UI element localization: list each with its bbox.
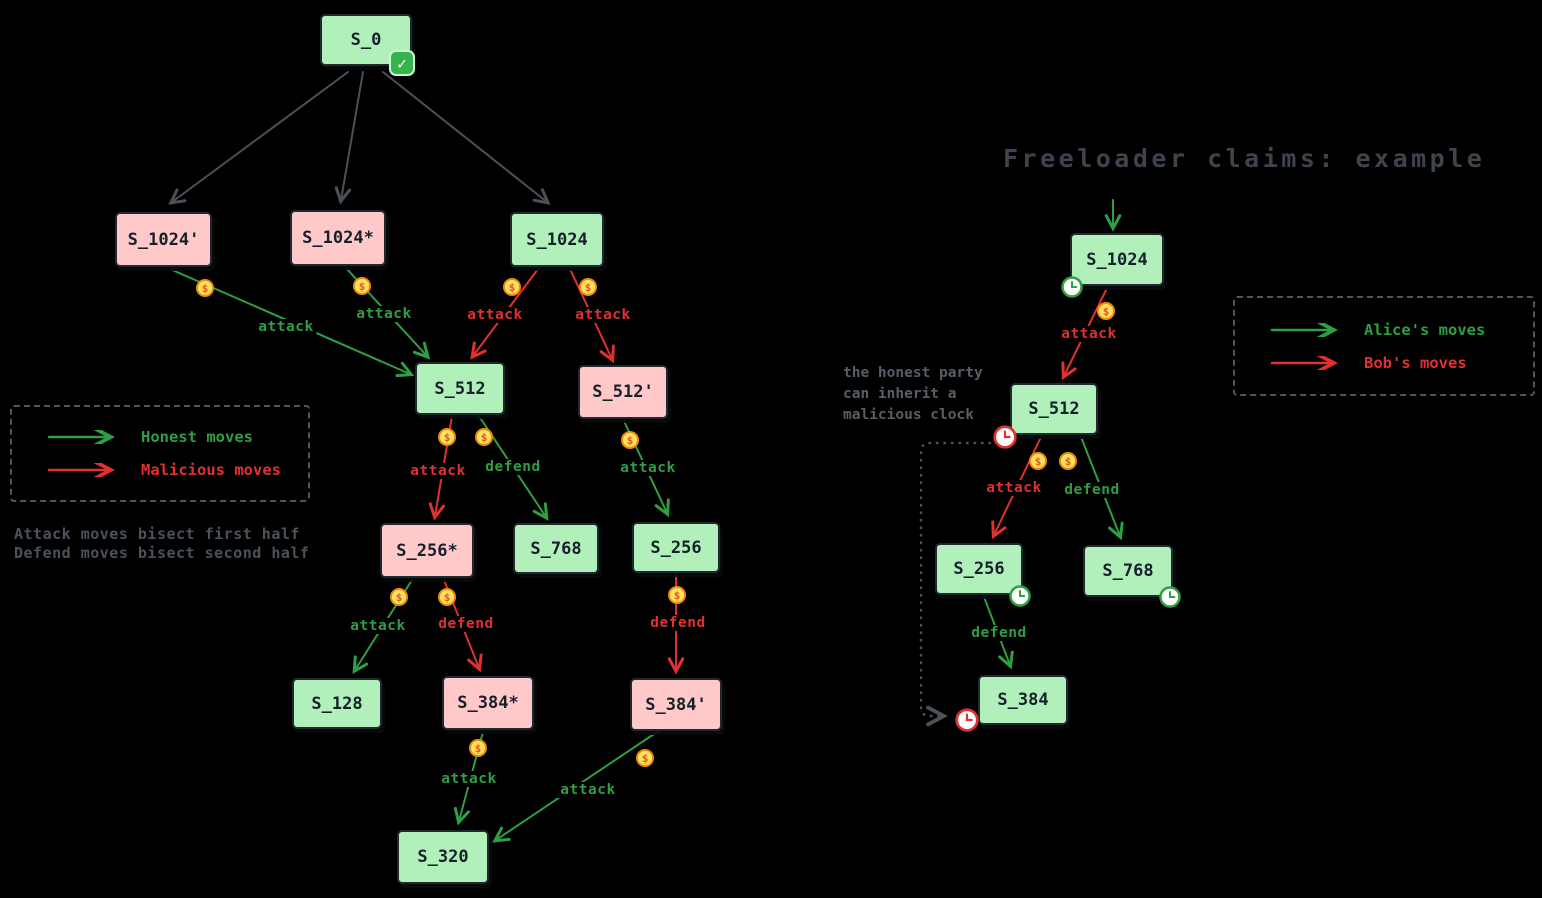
coin-icon: $ [390, 588, 408, 606]
green-clock-icon [1158, 585, 1182, 609]
inherit-clock-annotation: the honest party can inherit a malicious… [843, 363, 983, 426]
node-right-s384: S_384 [978, 675, 1068, 725]
legend-left: Honest moves Malicious moves [10, 405, 310, 502]
edge-label: attack [347, 618, 409, 634]
coin-icon: $ [636, 749, 654, 767]
legend-malicious-label: Malicious moves [141, 461, 281, 479]
node-s512-prime: S_512' [578, 365, 668, 419]
edge-label: attack [464, 307, 526, 323]
malicious-arrow-icon [47, 463, 121, 477]
red-clock-icon [954, 707, 980, 733]
legend-right: Alice's moves Bob's moves [1233, 296, 1535, 396]
coin-icon: $ [475, 428, 493, 446]
bisection-note-line1: Attack moves bisect first half [14, 525, 300, 543]
node-s768: S_768 [513, 523, 599, 574]
node-right-s256: S_256 [935, 543, 1023, 595]
edge-label: attack [1058, 326, 1120, 342]
inherit-clock-annotation-line2: can inherit a [843, 386, 957, 402]
node-right-s768: S_768 [1083, 545, 1173, 597]
bob-arrow-icon [1270, 356, 1344, 370]
legend-bob-label: Bob's moves [1364, 353, 1467, 372]
red-clock-icon [992, 424, 1018, 450]
node-s512: S_512 [415, 362, 505, 415]
edge-label: attack [438, 771, 500, 787]
node-s256: S_256 [632, 522, 720, 573]
checkmark-icon: ✓ [389, 50, 415, 76]
coin-icon: $ [438, 428, 456, 446]
node-s1024-prime: S_1024' [115, 212, 212, 267]
alice-arrow-icon [1270, 323, 1344, 337]
legend-row-alice: Alice's moves [1270, 321, 1533, 339]
edge-label: attack [983, 480, 1045, 496]
node-s256-star: S_256* [380, 523, 474, 578]
edge-label: defend [435, 616, 497, 632]
edge-label: defend [647, 615, 709, 631]
coin-icon: $ [668, 586, 686, 604]
coin-icon: $ [469, 739, 487, 757]
coin-icon: $ [1029, 452, 1047, 470]
node-s128: S_128 [292, 678, 382, 729]
node-right-s512: S_512 [1010, 383, 1098, 435]
coin-icon: $ [1059, 452, 1077, 470]
coin-icon: $ [503, 278, 521, 296]
bisection-note: Attack moves bisect first half Defend mo… [14, 525, 309, 563]
legend-alice-label: Alice's moves [1364, 320, 1486, 339]
inherit-clock-annotation-line1: the honest party [843, 365, 983, 381]
edge-label: defend [482, 459, 544, 475]
green-clock-icon [1008, 584, 1032, 608]
edge-label: defend [1061, 482, 1123, 498]
edge-label: attack [572, 307, 634, 323]
coin-icon: $ [353, 277, 371, 295]
right-diagram-title: Freeloader claims: example [1003, 144, 1486, 173]
node-s384-prime: S_384' [630, 678, 722, 731]
edge-label: attack [617, 460, 679, 476]
coin-icon: $ [1097, 302, 1115, 320]
coin-icon: $ [621, 431, 639, 449]
edge-label: attack [407, 463, 469, 479]
bisection-note-line2: Defend moves bisect second half [14, 544, 310, 562]
green-clock-icon [1060, 275, 1084, 299]
node-s1024: S_1024 [510, 212, 604, 267]
edge-label: attack [255, 319, 317, 335]
legend-row-malicious: Malicious moves [47, 461, 308, 479]
legend-row-bob: Bob's moves [1270, 354, 1533, 372]
edge-label: attack [557, 782, 619, 798]
node-s320: S_320 [397, 830, 489, 884]
coin-icon: $ [579, 278, 597, 296]
edge-label: attack [353, 306, 415, 322]
node-right-s1024: S_1024 [1070, 233, 1164, 286]
legend-row-honest: Honest moves [47, 428, 308, 446]
legend-honest-label: Honest moves [141, 428, 253, 446]
honest-arrow-icon [47, 430, 121, 444]
node-s384-star: S_384* [442, 676, 534, 730]
node-s1024-star: S_1024* [290, 210, 386, 266]
edge-label: defend [968, 625, 1030, 641]
coin-icon: $ [438, 588, 456, 606]
coin-icon: $ [196, 279, 214, 297]
inherit-clock-annotation-line3: malicious clock [843, 407, 974, 423]
